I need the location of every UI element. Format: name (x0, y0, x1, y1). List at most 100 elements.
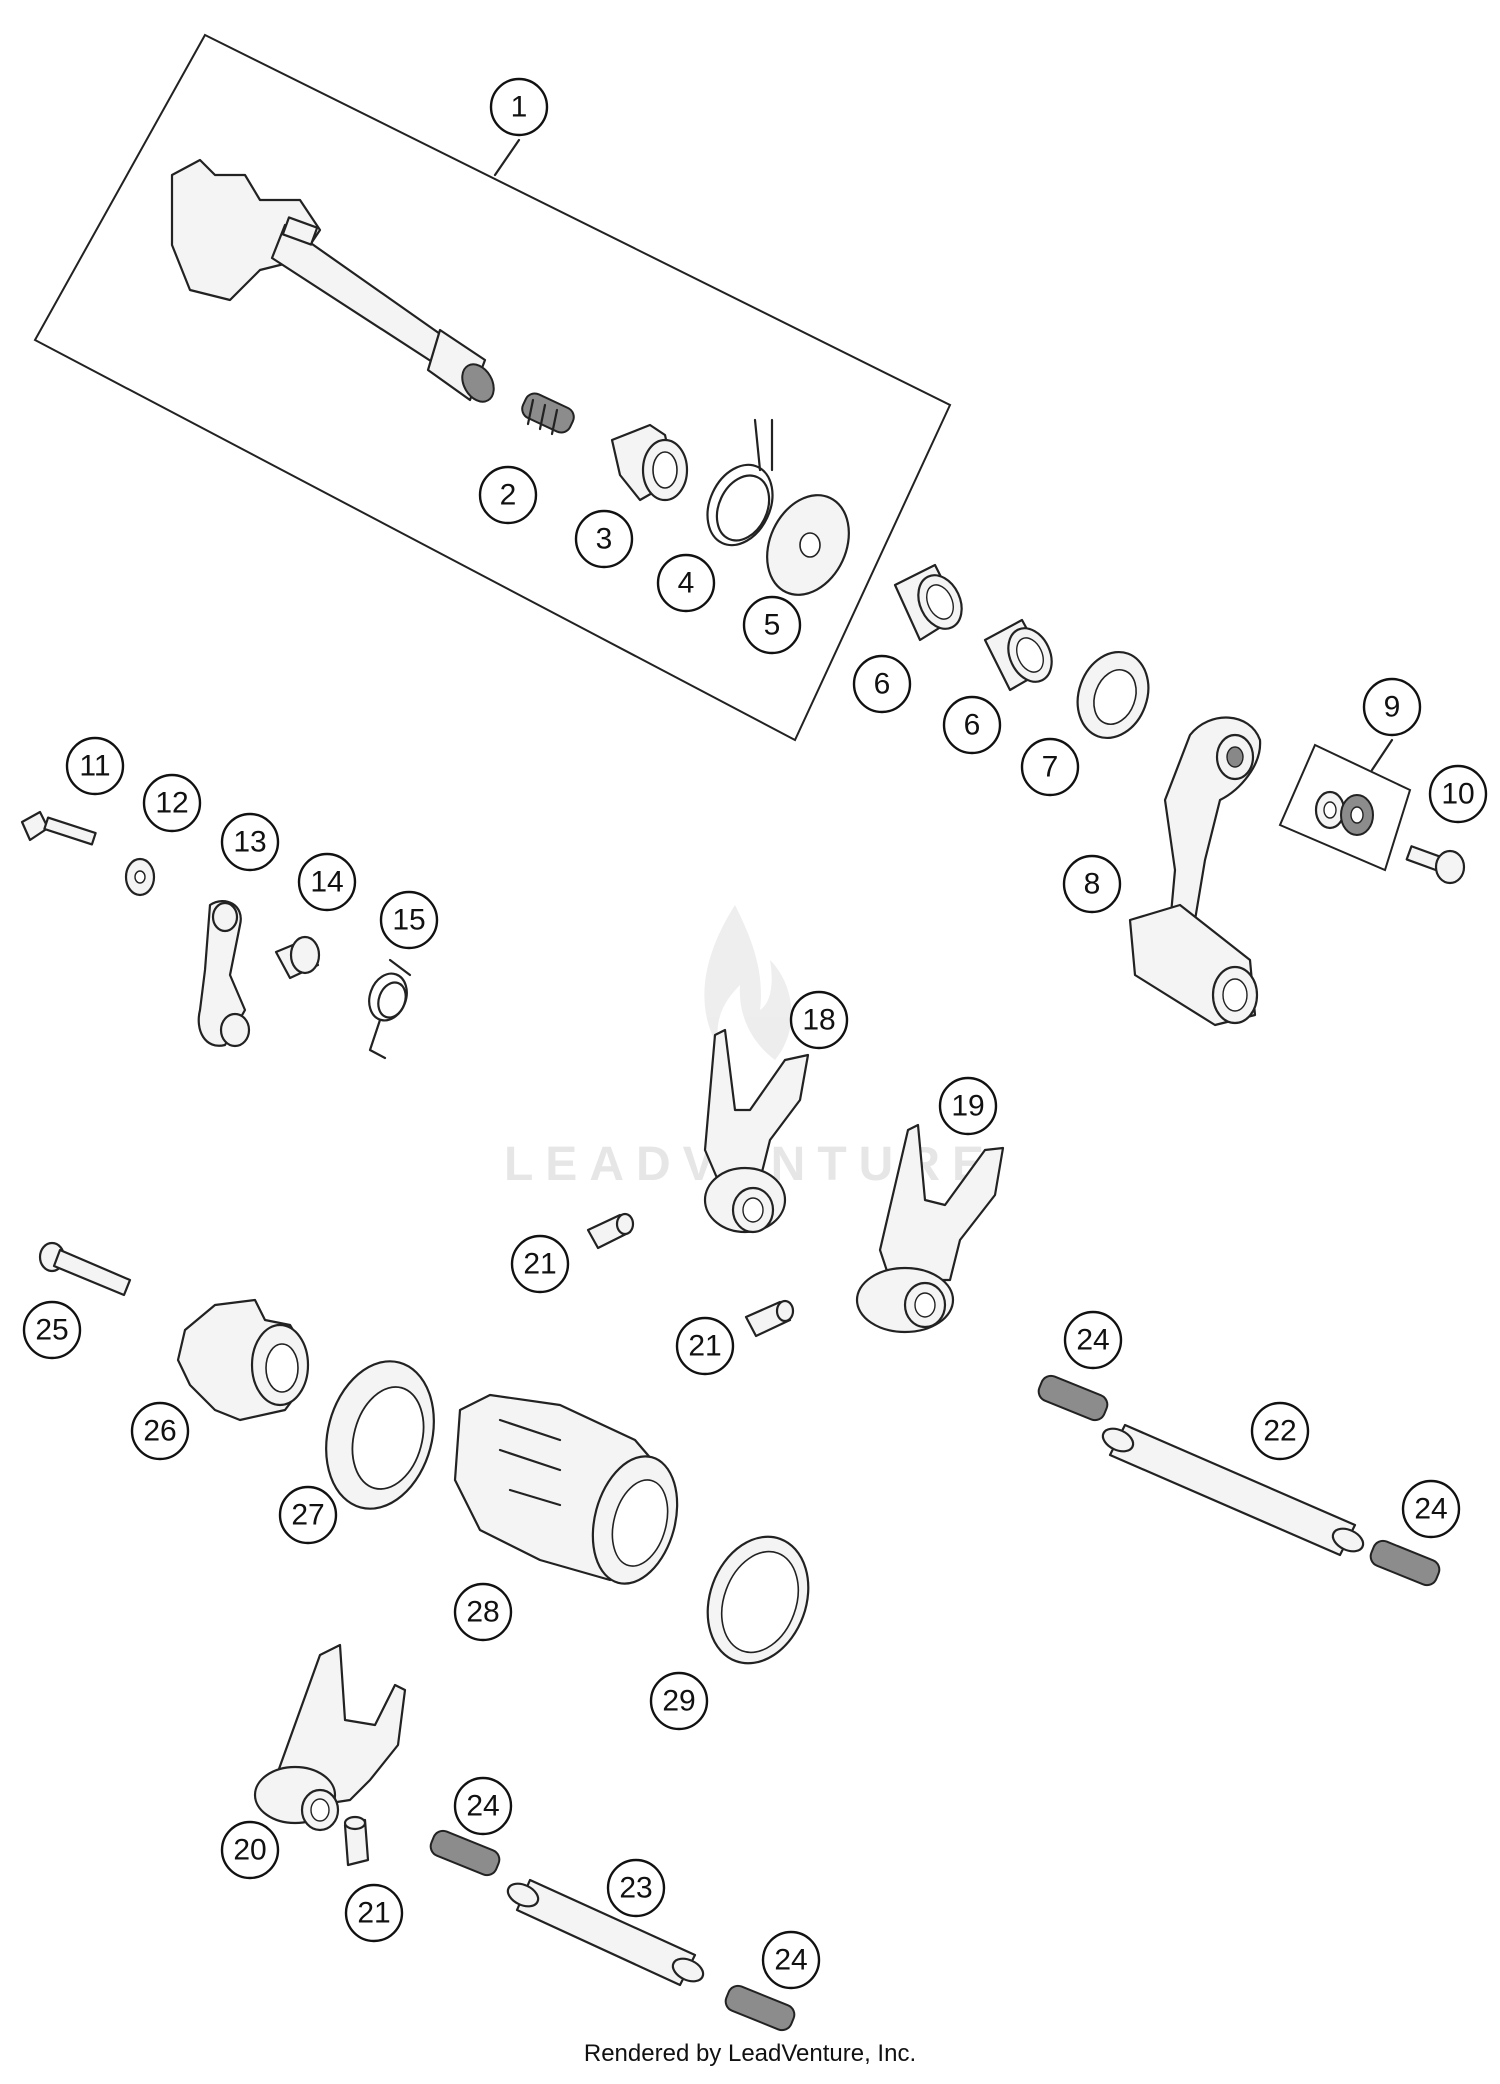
shift-fork-18 (703, 1028, 810, 1234)
callout-27: 27 (278, 1485, 338, 1545)
callout-25: 25 (22, 1300, 82, 1360)
bearing-29 (706, 1535, 810, 1665)
shift-fork-20 (253, 1643, 407, 1832)
guide-bushing (610, 423, 689, 502)
callout-6b: 6 (942, 695, 1002, 755)
shift-fork-19 (855, 1123, 1005, 1334)
callout-10: 10 (1428, 764, 1488, 824)
callout-6a: 6 (852, 654, 912, 714)
guide-pin-21c (343, 1815, 370, 1867)
return-spring (706, 418, 774, 547)
callout-11: 11 (65, 736, 125, 796)
callout-9: 9 (1362, 677, 1422, 737)
callout-24c: 24 (453, 1776, 513, 1836)
callout-7: 7 (1020, 737, 1080, 797)
callout-29: 29 (649, 1671, 709, 1731)
svg-text:28: 28 (466, 1596, 499, 1629)
svg-text:4: 4 (678, 567, 695, 600)
guide-pin-21b (744, 1299, 795, 1338)
callout-24a: 24 (1063, 1310, 1123, 1370)
spring-24a (1037, 1374, 1109, 1422)
spring-24c (429, 1829, 501, 1877)
callout-20: 20 (220, 1820, 280, 1880)
group-box-washers (1278, 743, 1412, 872)
needle-bushing-1 (893, 563, 963, 642)
svg-text:19: 19 (951, 1090, 984, 1123)
callout-1: 1 (489, 77, 549, 137)
svg-text:20: 20 (233, 1834, 266, 1867)
bolt-10 (1405, 845, 1466, 885)
callout-19: 19 (938, 1076, 998, 1136)
svg-text:21: 21 (688, 1330, 721, 1363)
svg-text:13: 13 (233, 826, 266, 859)
leader-line-9 (1370, 738, 1394, 772)
svg-text:5: 5 (764, 609, 781, 642)
callout-28: 28 (453, 1582, 513, 1642)
bolt-25 (38, 1241, 132, 1297)
callout-5: 5 (742, 595, 802, 655)
fork-shaft-23 (506, 1878, 705, 1987)
svg-text:14: 14 (310, 866, 343, 899)
callout-21a: 21 (510, 1234, 570, 1294)
svg-text:29: 29 (662, 1685, 695, 1718)
svg-text:9: 9 (1384, 691, 1401, 724)
callout-13: 13 (220, 812, 280, 872)
shift-drum (453, 1393, 679, 1585)
callout-8: 8 (1062, 854, 1122, 914)
callout-3: 3 (574, 509, 634, 569)
svg-text:2: 2 (500, 479, 517, 512)
svg-text:7: 7 (1042, 751, 1059, 784)
svg-text:23: 23 (619, 1872, 652, 1905)
locking-lever-arm (197, 899, 251, 1048)
svg-text:18: 18 (802, 1004, 835, 1037)
shift-shaft (170, 158, 495, 403)
callout-2: 2 (478, 465, 538, 525)
svg-text:12: 12 (155, 787, 188, 820)
svg-text:11: 11 (79, 750, 110, 783)
callout-23: 23 (606, 1858, 666, 1918)
svg-text:24: 24 (1076, 1324, 1109, 1357)
bearing-27 (325, 1360, 435, 1510)
shaft-seal-ring (1076, 650, 1150, 740)
leader-line-1 (493, 138, 521, 177)
washer-pair (1314, 790, 1374, 836)
callout-26: 26 (130, 1401, 190, 1461)
spring-small (521, 392, 575, 436)
svg-text:26: 26 (143, 1415, 176, 1448)
svg-text:24: 24 (466, 1790, 499, 1823)
svg-text:25: 25 (35, 1314, 68, 1347)
svg-text:8: 8 (1084, 868, 1101, 901)
svg-text:21: 21 (357, 1897, 390, 1930)
shift-lever (1128, 716, 1262, 1027)
svg-text:1: 1 (511, 91, 528, 124)
callout-18: 18 (789, 990, 849, 1050)
callout-24d: 24 (761, 1930, 821, 1990)
shift-drum-cam (176, 1298, 310, 1422)
spring-24d (724, 1984, 796, 2032)
needle-bushing-2 (983, 618, 1053, 692)
svg-text:22: 22 (1263, 1415, 1296, 1448)
callout-21b: 21 (675, 1316, 735, 1376)
callout-15: 15 (379, 890, 439, 950)
washer-12 (124, 857, 156, 897)
svg-text:24: 24 (774, 1944, 807, 1977)
callout-21c: 21 (344, 1883, 404, 1943)
guide-pin-21a (586, 1212, 635, 1250)
svg-text:21: 21 (523, 1248, 556, 1281)
svg-text:10: 10 (1441, 778, 1474, 811)
svg-text:24: 24 (1414, 1493, 1447, 1526)
callout-4: 4 (656, 553, 716, 613)
torsion-spring (368, 958, 412, 1060)
callout-24b: 24 (1401, 1479, 1461, 1539)
footer-credit: Rendered by LeadVenture, Inc. (583, 2040, 917, 2067)
svg-text:27: 27 (291, 1499, 324, 1532)
roller-14 (274, 935, 321, 980)
fork-shaft-22 (1101, 1423, 1365, 1557)
callout-12: 12 (142, 773, 202, 833)
svg-text:3: 3 (596, 523, 613, 556)
callout-22: 22 (1250, 1401, 1310, 1461)
callout-14: 14 (297, 852, 357, 912)
svg-text:6: 6 (874, 668, 891, 701)
svg-text:15: 15 (392, 904, 425, 937)
